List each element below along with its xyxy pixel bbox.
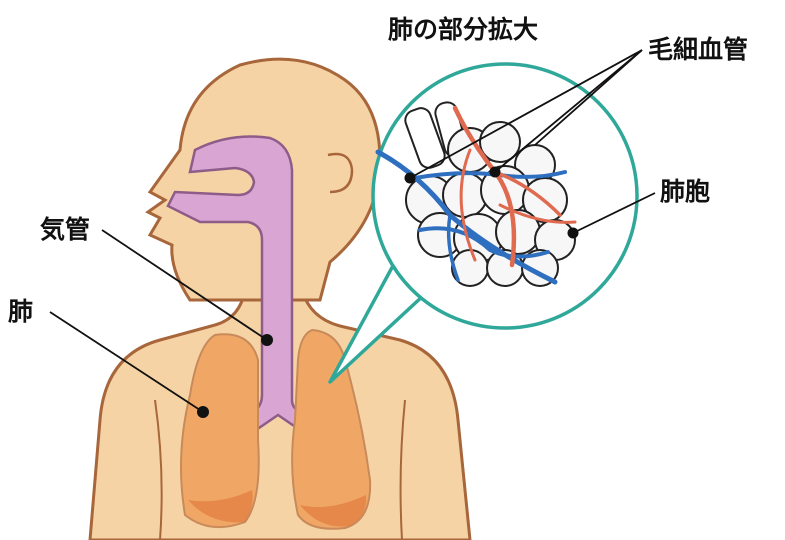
capillaries-pointer-dot [405,173,416,184]
trachea-pointer-dot [261,334,273,346]
alveoli-label: 肺胞 [660,177,710,206]
ear [328,154,352,192]
diagram-title: 肺の部分拡大 [388,15,538,44]
capillaries-label: 毛細血管 [648,35,748,64]
lung-pointer-dot [197,406,209,418]
magnification-callout [330,64,637,382]
capillaries-pointer-dot [490,167,501,178]
alveoli-pointer-dot [568,228,579,239]
trachea-label: 気管 [40,215,90,244]
lung-label: 肺 [8,297,33,326]
